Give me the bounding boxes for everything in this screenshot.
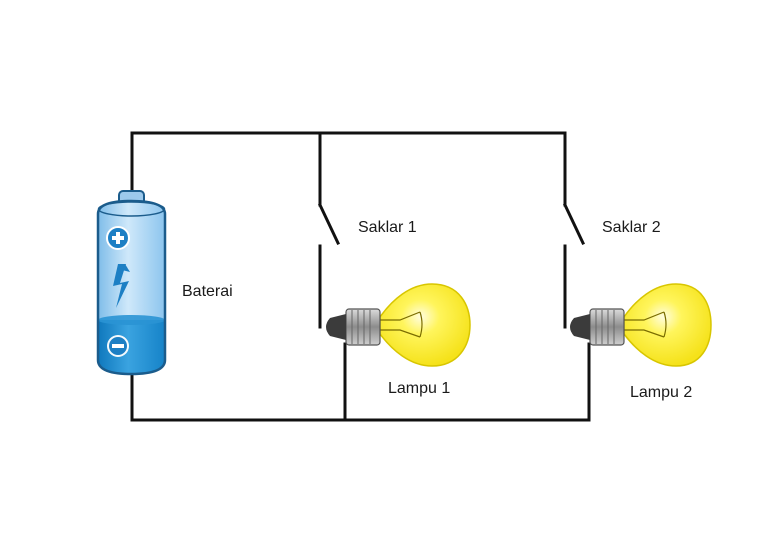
plus-icon xyxy=(106,226,130,250)
battery-divider xyxy=(98,315,165,325)
bulb-1 xyxy=(326,283,471,367)
bulb-1-contact xyxy=(326,314,346,340)
battery-top-rim xyxy=(97,201,166,217)
battery-upper xyxy=(98,201,165,320)
lamp-1-label: Lampu 1 xyxy=(388,380,450,397)
battery-label: Baterai xyxy=(182,283,233,300)
switch-1-label: Saklar 1 xyxy=(358,219,417,236)
minus-icon xyxy=(107,335,129,357)
battery-outline xyxy=(96,199,167,376)
battery-lower xyxy=(98,320,165,374)
wires xyxy=(130,131,591,422)
switch-2-label: Saklar 2 xyxy=(602,219,661,236)
bulb-2-contact xyxy=(570,314,590,340)
lightning-icon xyxy=(113,264,130,308)
bulb-2-glass xyxy=(623,283,712,367)
bulb-2 xyxy=(570,283,712,367)
wire-bottom-rail xyxy=(130,342,591,422)
wire-top-rail xyxy=(130,131,567,207)
bulb-1-glass xyxy=(379,283,471,367)
switch1-lever[interactable] xyxy=(318,203,340,245)
battery xyxy=(96,190,167,376)
lamp-2-label: Lampu 2 xyxy=(630,384,692,401)
bulb-2-base xyxy=(589,308,625,346)
switch2-lever[interactable] xyxy=(563,203,585,245)
bulb-1-base xyxy=(345,308,381,346)
